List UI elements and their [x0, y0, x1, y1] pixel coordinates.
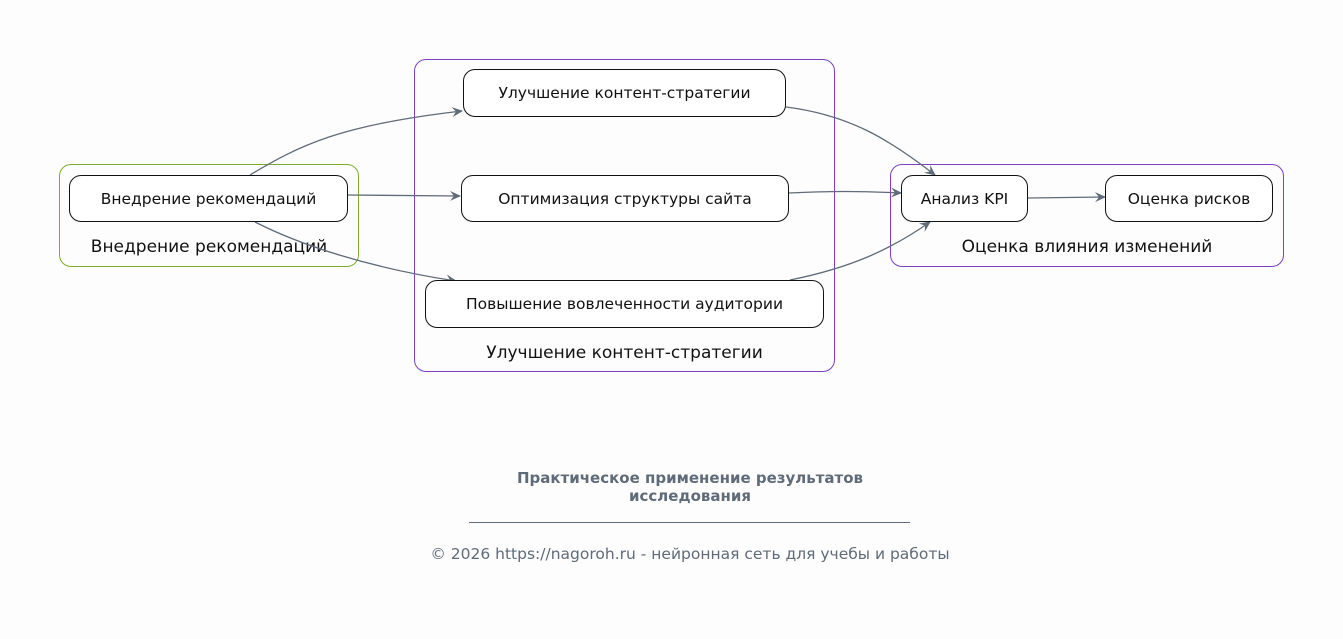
node-risks[interactable]: Оценка рисков [1105, 175, 1273, 222]
title-line: исследования [629, 487, 751, 505]
node-content-strategy[interactable]: Улучшение контент-стратегии [463, 69, 786, 117]
edge [249, 107, 463, 176]
edge [785, 106, 936, 176]
node-site-structure[interactable]: Оптимизация структуры сайта [461, 175, 789, 222]
cluster-label: Внедрение рекомендаций [90, 237, 328, 257]
divider [469, 522, 910, 523]
cluster-label: Улучшение контент-стратегии [486, 343, 763, 363]
edge [788, 187, 902, 198]
edge [1027, 192, 1106, 203]
cluster-label: Оценка влияния изменений [961, 237, 1213, 257]
node-implement[interactable]: Внедрение рекомендаций [69, 175, 348, 222]
title-line: Практическое применение результатов [516, 469, 864, 487]
node-engagement[interactable]: Повышение вовлеченности аудитории [425, 280, 824, 328]
cluster-impact: Оценка влияния изменений [890, 164, 1284, 267]
cluster-implement: Внедрение рекомендаций [59, 164, 359, 267]
footer-credit: © 2026 https://nagoroh.ru - нейронная се… [430, 545, 950, 563]
cluster-content: Улучшение контент-стратегии [414, 59, 835, 372]
node-kpi[interactable]: Анализ KPI [901, 175, 1028, 222]
edge [254, 221, 457, 285]
edge [789, 221, 931, 281]
edge [347, 190, 461, 201]
